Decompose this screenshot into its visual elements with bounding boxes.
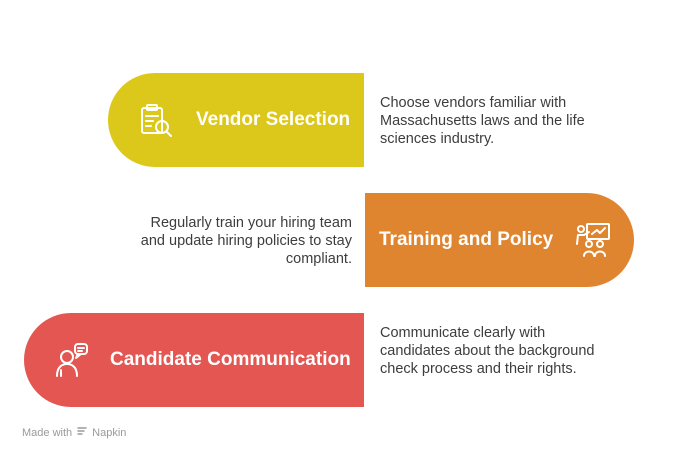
- person-speaking-icon: [50, 338, 94, 382]
- made-with-footer: Made with Napkin: [22, 425, 126, 440]
- step-candidate-communication: Candidate Communication: [24, 313, 364, 407]
- napkin-brand-label: Napkin: [92, 426, 127, 439]
- step-title: Vendor Selection: [196, 109, 351, 130]
- made-with-label: Made with: [22, 426, 73, 439]
- clipboard-search-icon: [134, 98, 178, 142]
- step-vendor-selection: Vendor Selection: [108, 73, 364, 167]
- napkin-logo-icon: [76, 425, 88, 440]
- step-description: Regularly train your hiring team and upd…: [140, 215, 352, 267]
- step-description: Communicate clearly with candidates abou…: [380, 325, 595, 377]
- step-title: Training and Policy: [379, 229, 554, 250]
- presenter-audience-icon: [571, 218, 615, 262]
- step-description: Choose vendors familiar with Massachuset…: [380, 95, 585, 147]
- step-title: Candidate Communication: [110, 349, 351, 370]
- step-training-policy: Training and Policy: [365, 193, 634, 287]
